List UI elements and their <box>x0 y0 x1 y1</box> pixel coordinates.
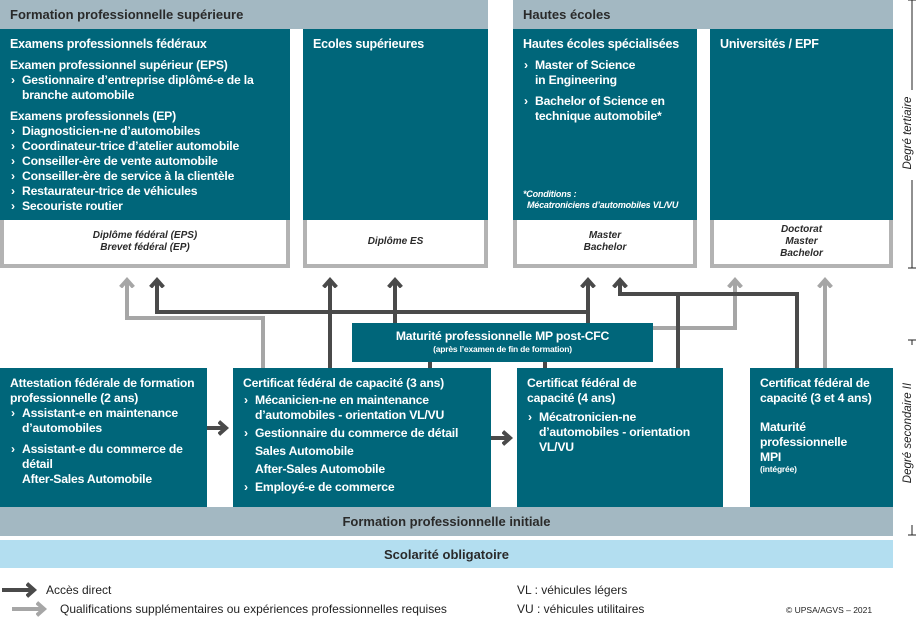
tertiary-bracket <box>908 0 916 269</box>
cfc3-sub: After-Sales Automobile <box>255 462 385 476</box>
box-cfc-4: Certificat fédéral de capacité (4 ans) M… <box>517 368 723 507</box>
diploma-line: Master <box>588 230 622 241</box>
ep-item: Diagnosticien-ne d’automobiles <box>10 124 280 139</box>
box-applied-universities: Hautes écoles spécialisées Master of Sci… <box>513 29 697 220</box>
cfc3-item: Employé-e de commerce <box>243 480 481 495</box>
box-cfc-3: Certificat fédéral de capacité (3 ans) M… <box>233 368 491 507</box>
box-cfc-3-4: Certificat fédéral de capacité (3 et 4 a… <box>750 368 893 507</box>
cfc3-sub: Sales Automobile <box>255 444 354 458</box>
cfc4-title: Certificat fédéral de capacité (4 ans) <box>527 376 637 405</box>
box-mp-post-cfc: Maturité professionnelle MP post-CFC (ap… <box>352 323 653 362</box>
eps-title: Examen professionnel supérieur (EPS) <box>10 58 228 72</box>
note-line: Mécatroniciens d’automobiles VL/VU <box>527 200 679 210</box>
hes-item: Master of Science in Engineering <box>523 58 648 88</box>
label-tertiary: Degré tertiaire <box>902 96 914 170</box>
mpi-title: Maturité professionnelle MPI <box>760 420 848 464</box>
hes-title: Hautes écoles spécialisées <box>523 37 680 51</box>
band-initial-training: Formation professionnelle initiale <box>0 507 893 536</box>
band-compulsory-school: Scolarité obligatoire <box>0 540 893 568</box>
higher-schools-title: Ecoles supérieures <box>313 37 425 51</box>
diploma-line: Bachelor <box>583 242 627 253</box>
band-higher-vocational: Formation professionnelle supérieure <box>0 0 488 29</box>
box-higher-schools: Ecoles supérieures <box>303 29 488 220</box>
secondary-bracket <box>908 339 916 536</box>
ep-item: Conseiller-ère de vente automobile <box>10 154 280 169</box>
diploma-line: Master <box>785 236 818 247</box>
legend-direct: Accès direct <box>46 583 112 597</box>
diploma-federal: Diplôme fédéral (EPS) Brevet fédéral (EP… <box>0 220 290 268</box>
diploma-line: Diplôme ES <box>367 236 424 247</box>
afp-sub: After-Sales Automobile <box>22 472 152 486</box>
copyright: © UPSA/AGVS – 2021 <box>786 605 873 615</box>
hes-item: Bachelor of Science en technique automob… <box>523 94 693 124</box>
cfc3-item: Mécanicien-ne en maintenance d’automobil… <box>243 393 458 423</box>
mpi-subtitle: (intégrée) <box>760 464 797 474</box>
cfc4-item: Mécatronicien-ne d’automobiles - orienta… <box>527 410 713 455</box>
note-line: *Conditions : <box>523 189 577 199</box>
federal-exams-title: Examens professionnels fédéraux <box>10 37 207 51</box>
box-universities: Universités / EPF <box>710 29 893 220</box>
dark-arrow <box>620 280 799 368</box>
universities-title: Universités / EPF <box>720 37 819 51</box>
legend-vu: VU : véhicules utilitaires <box>517 602 645 616</box>
ep-title: Examens professionnels (EP) <box>10 109 176 123</box>
diploma-es: Diplôme ES <box>303 220 488 268</box>
afp-item: Assistant-e du commerce de détail <box>10 442 197 472</box>
eps-item: Gestionnaire d’entreprise diplômé-e de l… <box>10 73 280 103</box>
diploma-line: Doctorat <box>780 224 823 235</box>
hes-note: *Conditions : Mécatroniciens d’automobil… <box>523 189 678 211</box>
mp-title: Maturité professionnelle MP post-CFC <box>395 329 610 343</box>
band-universities: Hautes écoles <box>513 0 893 29</box>
diploma-line: Brevet fédéral (EP) <box>100 242 190 253</box>
diploma-line: Bachelor <box>780 248 823 259</box>
diploma-line: Diplôme fédéral (EPS) <box>92 230 198 241</box>
label-secondary: Degré secondaire II <box>902 382 914 484</box>
light-arrow <box>653 280 735 330</box>
mp-subtitle: (après l’examen de fin de formation) <box>433 344 572 354</box>
connector <box>428 362 547 368</box>
legend-additional: Qualifications supplémentaires ou expéri… <box>60 602 447 616</box>
cfc3-item: Gestionnaire du commerce de détail <box>243 426 481 441</box>
legend-vl: VL : véhicules légers <box>517 583 628 597</box>
ep-item: Coordinateur-trice d’atelier automobile <box>10 139 280 154</box>
box-afp: Attestation fédérale de formation profes… <box>0 368 207 507</box>
ep-item: Restaurateur-trice de véhicules <box>10 184 280 199</box>
light-arrow <box>127 280 265 368</box>
ep-item: Conseiller-ère de service à la clientèle <box>10 169 280 184</box>
box-federal-exams: Examens professionnels fédéraux Examen p… <box>0 29 290 220</box>
dark-arrow <box>157 280 588 314</box>
diploma-universities: Doctorat Master Bachelor <box>710 220 893 268</box>
ep-item: Secouriste routier <box>10 199 280 214</box>
cfc3-title: Certificat fédéral de capacité (3 ans) <box>243 376 445 390</box>
cfc34-title: Certificat fédéral de capacité (3 et 4 a… <box>760 376 872 405</box>
diploma-hes: Master Bachelor <box>513 220 697 268</box>
afp-title: Attestation fédérale de formation profes… <box>10 376 195 405</box>
afp-item: Assistant-e en maintenance d’automobiles <box>10 406 197 436</box>
